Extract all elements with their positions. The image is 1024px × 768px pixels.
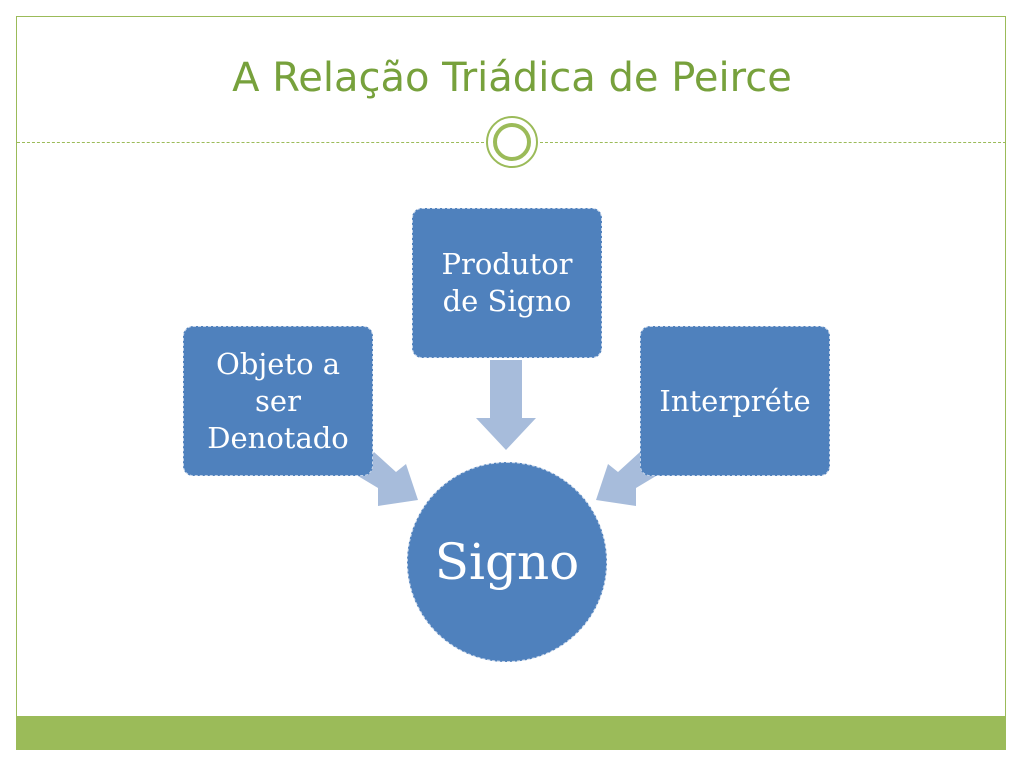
arrow-objeto-to-signo — [358, 452, 418, 506]
node-signo-label: Signo — [434, 533, 580, 591]
arrow-produtor-to-signo — [476, 360, 536, 450]
slide-title: A Relação Triádica de Peirce — [232, 55, 792, 101]
node-produtor-line-1: Produtor — [441, 247, 573, 281]
node-objeto-line-2: ser — [255, 383, 301, 418]
footer-bar — [16, 716, 1006, 750]
node-produtor-line-2: de Signo — [442, 284, 572, 318]
node-objeto-a-ser-denotado: Objeto a ser Denotado — [183, 326, 373, 476]
node-interprete: Interpréte — [640, 326, 830, 476]
node-produtor-de-signo: Produtor de Signo — [412, 208, 602, 358]
node-objeto-line-3: Denotado — [207, 420, 349, 455]
title-divider-left — [17, 142, 484, 143]
node-objeto-line-1: Objeto a — [215, 346, 341, 381]
circle-ornament-inner — [493, 123, 531, 161]
circle-ornament-icon — [486, 116, 538, 168]
node-signo-center: Signo — [407, 462, 607, 662]
node-interprete-label: Interpréte — [659, 383, 811, 418]
title-divider-right — [540, 142, 1006, 143]
